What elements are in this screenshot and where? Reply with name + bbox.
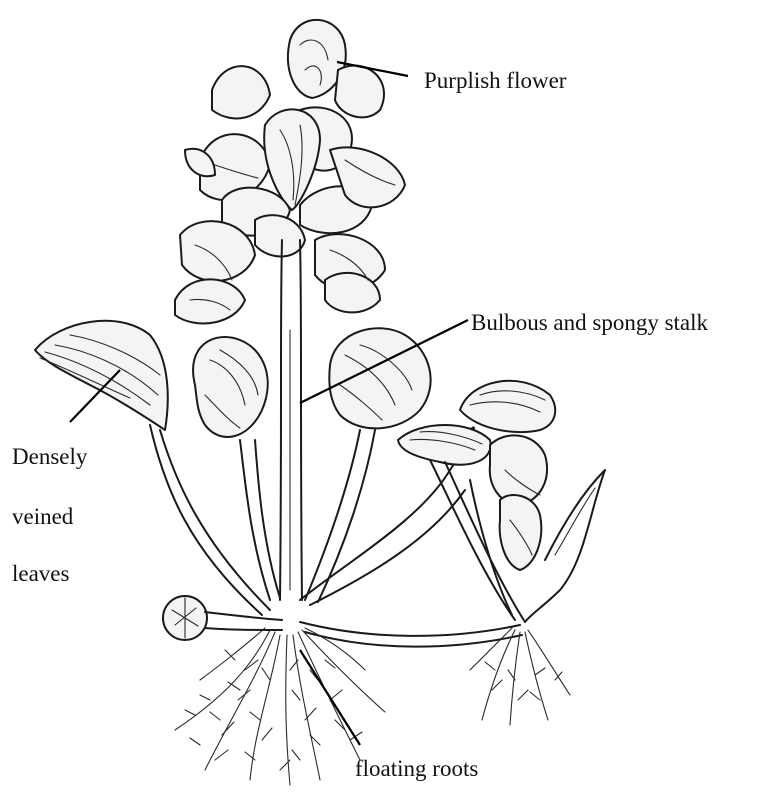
leaves-label-line3: leaves — [12, 562, 69, 585]
stolon — [300, 622, 522, 647]
leaves-label-line2: veined — [12, 505, 73, 528]
left-bulb — [193, 337, 280, 600]
flower-label: Purplish flower — [424, 69, 566, 92]
offshoot-plant — [398, 381, 605, 622]
flower-cluster — [175, 20, 405, 324]
leaves-label-line1: Densely — [12, 445, 87, 468]
central-stem — [280, 240, 302, 600]
main-roots — [175, 628, 385, 785]
stalk-label: Bulbous and spongy stalk — [471, 311, 708, 334]
small-rosette — [163, 596, 282, 640]
roots-label: floating roots — [355, 757, 478, 780]
